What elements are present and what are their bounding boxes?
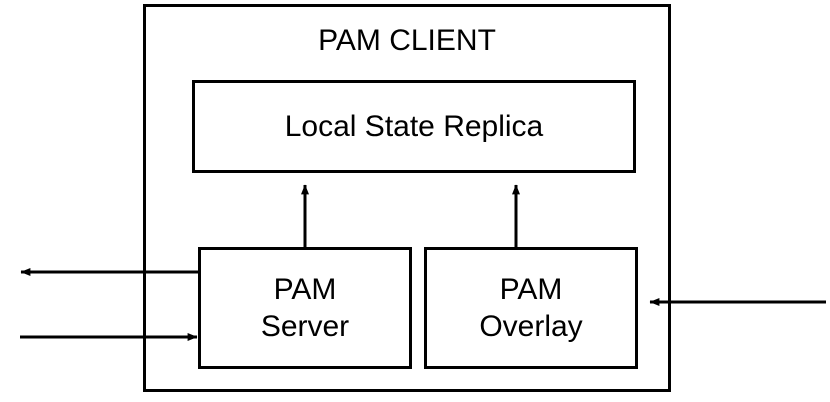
node-pam-overlay-label-line2: Overlay — [479, 310, 583, 343]
node-local-state-replica-label: Local State Replica — [284, 109, 544, 143]
node-pam-server-label: PAM Server — [255, 271, 355, 345]
node-pam-server-label-line1: PAM — [273, 272, 337, 306]
node-pam-server-label-line2: Server — [260, 310, 350, 343]
pam-client-container — [143, 4, 671, 392]
node-pam-overlay-label-line1: PAM — [499, 272, 563, 306]
node-pam-overlay: PAM Overlay — [424, 247, 638, 369]
node-pam-overlay-label: PAM Overlay — [473, 271, 588, 345]
node-local-state-replica: Local State Replica — [192, 80, 636, 173]
node-pam-server: PAM Server — [198, 247, 412, 369]
pam-client-title: PAM CLIENT — [318, 24, 496, 57]
